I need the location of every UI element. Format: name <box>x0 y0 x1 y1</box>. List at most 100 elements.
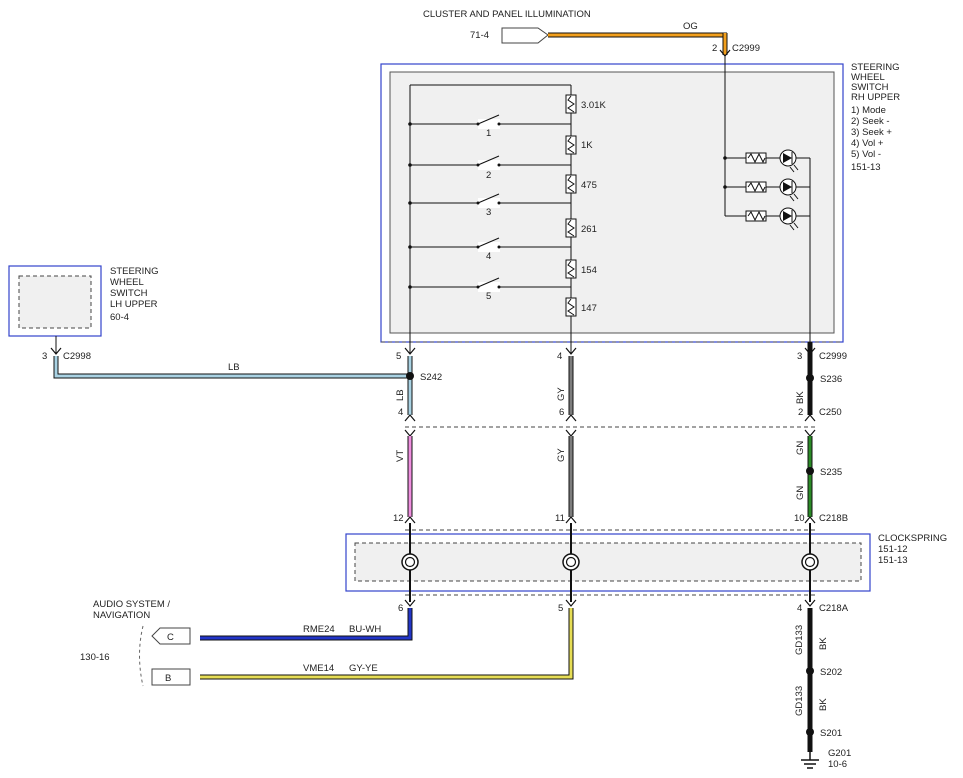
rh-caption-line: 3) Seek + <box>851 127 892 138</box>
gy-ye-label: GY-YE <box>349 663 378 674</box>
g201-label: G201 <box>828 748 851 759</box>
lh-caption-line: WHEEL <box>110 277 144 288</box>
rh-caption-line: 151-13 <box>851 162 881 173</box>
audio-connector-c <box>151 627 191 645</box>
clockspring-inner-box <box>354 542 862 582</box>
switch-label: 5 <box>486 291 491 302</box>
resistor-value: 3.01K <box>581 100 606 111</box>
illum-title: CLUSTER AND PANEL ILLUMINATION <box>423 9 591 20</box>
led-resistor <box>745 181 767 193</box>
switch-2 <box>476 155 501 170</box>
led-icon <box>779 149 799 173</box>
bu-wh-wire <box>200 608 412 640</box>
audio-bracket <box>139 625 144 687</box>
gd133-label-upper: GD133 <box>794 625 805 655</box>
s236-label: S236 <box>820 374 842 385</box>
lh-caption-line: STEERING <box>110 266 159 277</box>
left-wire-upper-label: LB <box>395 389 406 401</box>
resistor-4 <box>565 218 577 238</box>
bk-label-upper: BK <box>818 637 829 650</box>
switch-label: 2 <box>486 170 491 181</box>
gn-wire-lower-label: GN <box>795 486 806 500</box>
vt-wire-label: VT <box>395 450 406 462</box>
right-column: 3 C2999 S236 BK 2 C250 GN S235 GN 10 C21… <box>794 342 848 524</box>
resistor-value: 154 <box>581 265 597 276</box>
coil-icon <box>562 553 580 571</box>
left-column: 5 S242 LB 4 VT 12 <box>393 351 442 524</box>
audio-ref: 130-16 <box>80 652 110 663</box>
rme24-label: RME24 <box>303 624 335 635</box>
c250-label: C250 <box>819 407 842 418</box>
right-pin-mid: 2 <box>798 407 803 418</box>
led-resistor <box>745 210 767 222</box>
right-pin-top: 3 <box>797 351 802 362</box>
rh-caption-line: WHEEL <box>851 72 885 83</box>
lh-caption-line: SWITCH <box>110 288 148 299</box>
s201-label: S201 <box>820 728 842 739</box>
audio-pin-b: B <box>165 673 171 684</box>
coil-icon <box>401 553 419 571</box>
mid-pin-bottom: 5 <box>558 603 563 614</box>
rh-caption-line: 2) Seek - <box>851 116 890 127</box>
s242-splice-dot <box>406 372 414 380</box>
resistor-3 <box>565 174 577 194</box>
rh-caption-line: 4) Vol + <box>851 138 884 149</box>
resistors: 3.01K 1K 475 261 154 147 <box>565 94 606 317</box>
mid-pin-mid: 6 <box>559 407 564 418</box>
s236-splice-dot <box>806 374 814 382</box>
lh-switch-inner-box <box>18 275 92 329</box>
audio-title-line1: AUDIO SYSTEM / <box>93 599 170 610</box>
switch-5 <box>476 277 501 292</box>
og-label: OG <box>683 21 698 32</box>
ground-ref-label: 10-6 <box>828 759 847 770</box>
resistor-5 <box>565 259 577 279</box>
left-pin-mid: 4 <box>398 407 403 418</box>
gy-ye-wire <box>200 608 573 679</box>
resistor-1 <box>565 94 577 114</box>
switches: 1 2 3 4 5 <box>476 114 501 302</box>
left-pin-bottom: 6 <box>398 603 403 614</box>
switch-label: 4 <box>486 251 491 262</box>
bk-label-lower: BK <box>818 698 829 711</box>
resistor-value: 475 <box>581 180 597 191</box>
led-resistor <box>745 152 767 164</box>
rh-caption-line: STEERING <box>851 62 900 73</box>
led-icon <box>779 178 799 202</box>
gy-wire-lower-label: GY <box>556 448 567 462</box>
c218a-label: C218A <box>819 603 849 614</box>
audio-connector-b <box>151 668 191 686</box>
gd133-label-lower: GD133 <box>794 686 805 716</box>
bk-wire-label: BK <box>795 391 806 404</box>
bu-wh-label: BU-WH <box>349 624 381 635</box>
s201-splice-dot <box>806 728 814 736</box>
lh-pin: 3 <box>42 351 47 362</box>
switch-label: 3 <box>486 207 491 218</box>
rh-caption-line: 5) Vol - <box>851 149 881 160</box>
switch-label: 1 <box>486 128 491 139</box>
mid-pin-top: 4 <box>557 351 562 362</box>
clockspring-title: CLOCKSPRING <box>878 533 947 544</box>
left-bottom-arrow <box>404 599 416 607</box>
vme14-label: VME14 <box>303 663 334 674</box>
s202-label: S202 <box>820 667 842 678</box>
mid-pin-clock: 11 <box>555 513 565 524</box>
junction-dots <box>408 122 412 289</box>
right-connector-top: C2999 <box>819 351 847 362</box>
lh-connector: C2998 <box>63 351 91 362</box>
clockspring-coils <box>401 523 819 602</box>
led-icon <box>779 207 799 231</box>
illum-pin: 2 <box>712 43 717 54</box>
led-resistors <box>745 152 767 222</box>
left-pin-clock: 12 <box>393 513 404 524</box>
clockspring-ref2: 151-13 <box>878 555 908 566</box>
lh-switch-caption: STEERING WHEEL SWITCH LH UPPER 60-4 <box>110 266 159 323</box>
lh-caption-line: 60-4 <box>110 312 129 323</box>
s242-label: S242 <box>420 372 442 383</box>
illum-connector-shape <box>501 27 549 44</box>
switch-3 <box>476 193 501 208</box>
right-pin-bottom: 4 <box>797 603 802 614</box>
ground-icon <box>801 759 819 769</box>
s235-splice-dot <box>806 467 814 475</box>
